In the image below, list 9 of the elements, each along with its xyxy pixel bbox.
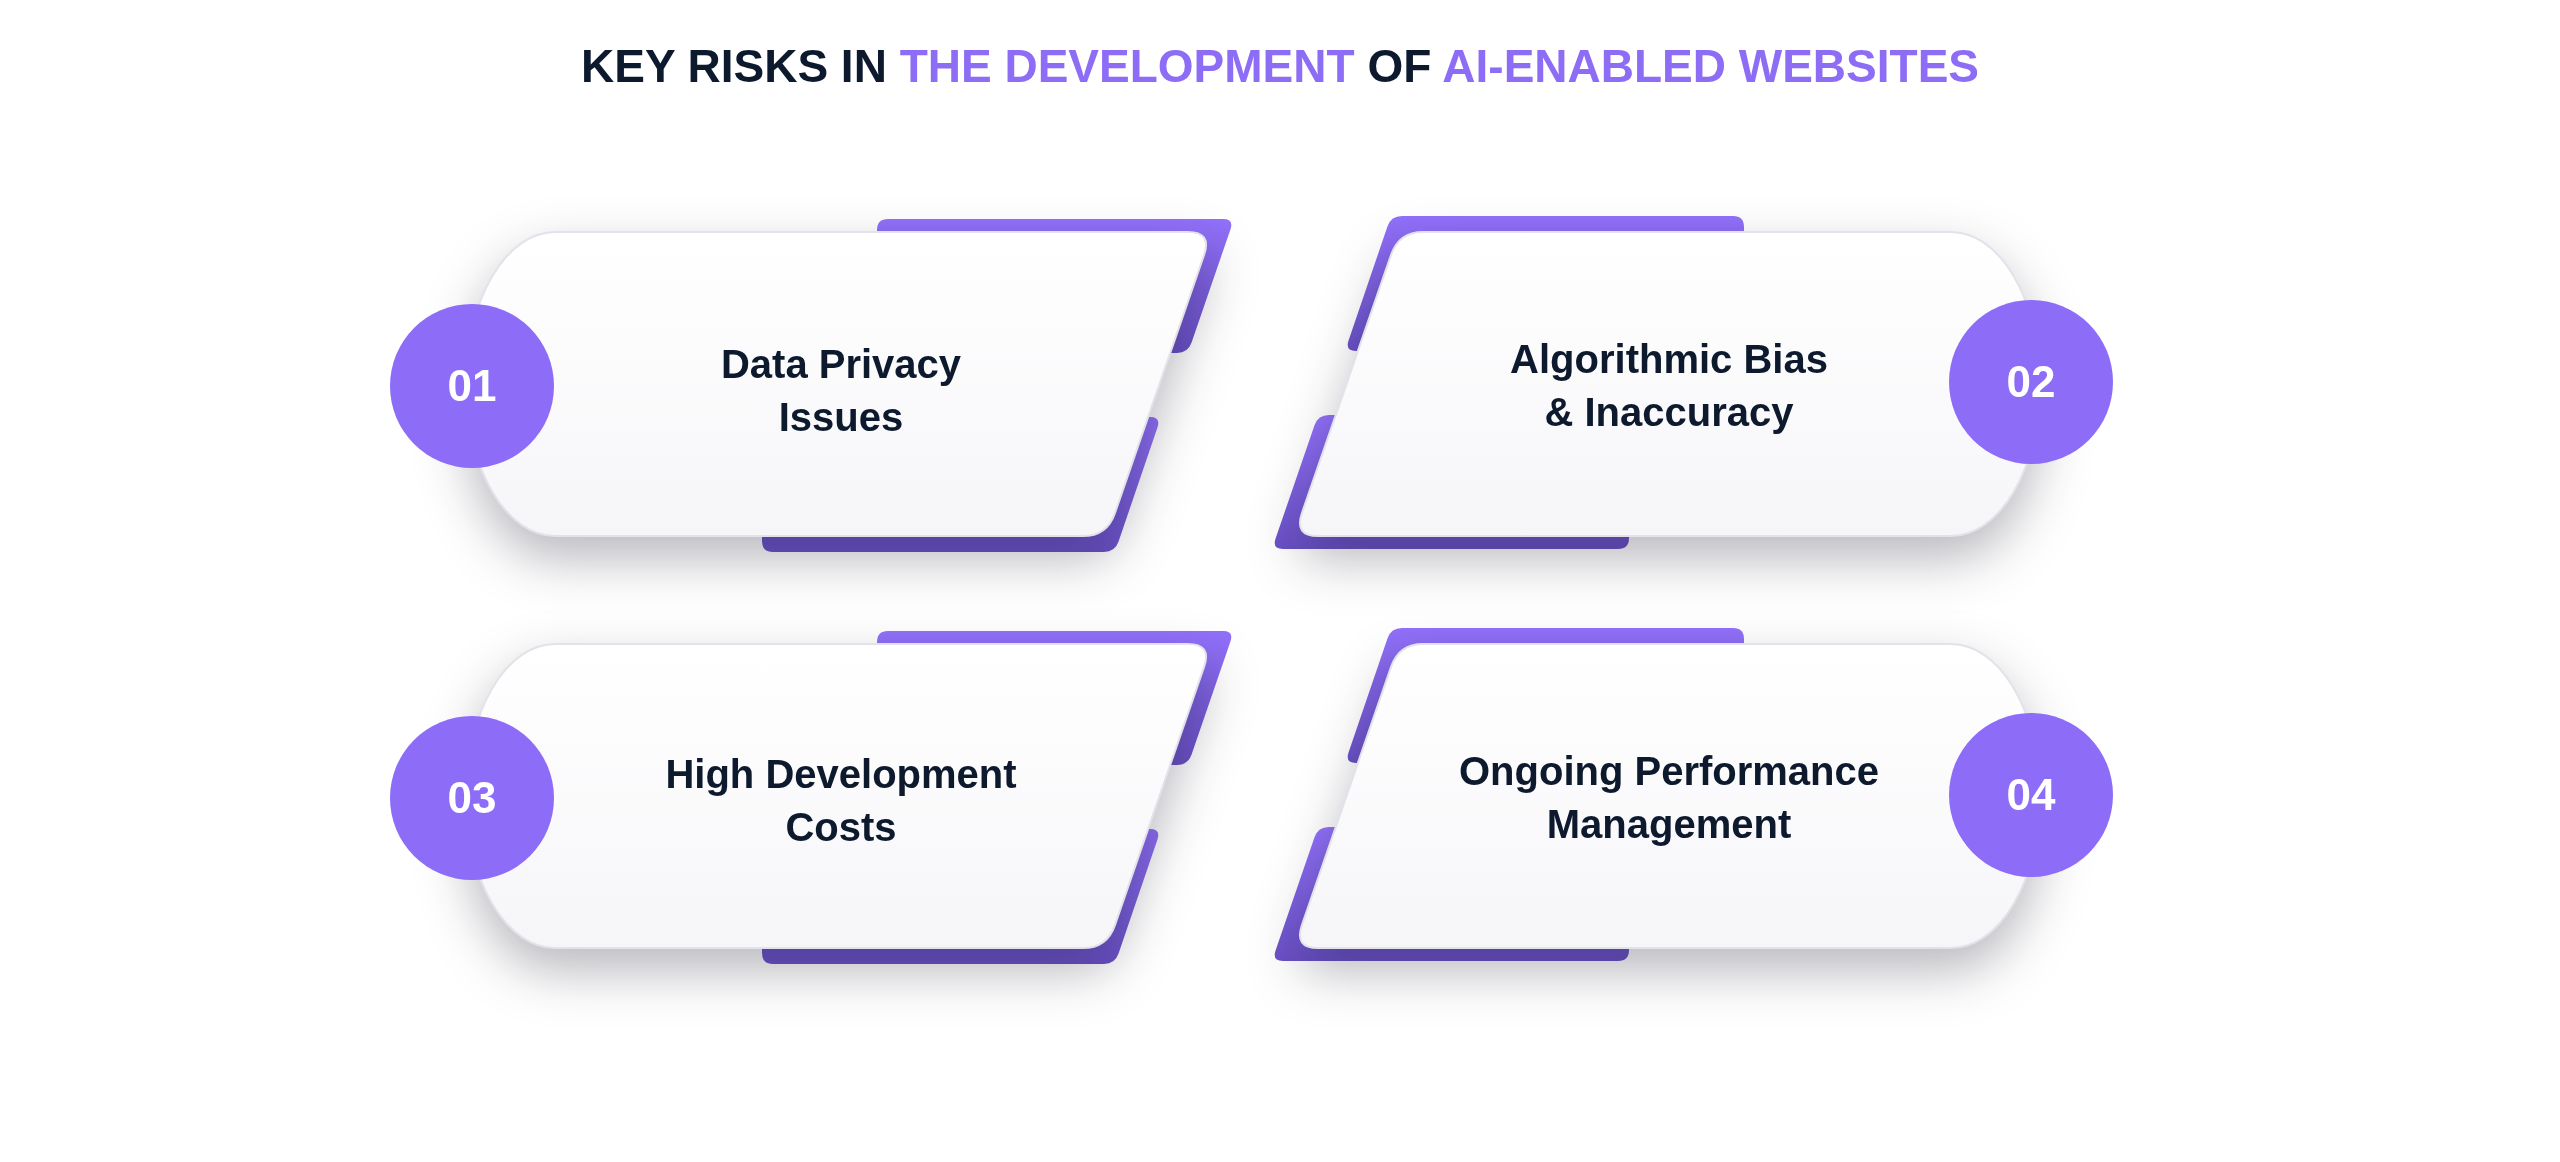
- title: KEY RISKS IN THE DEVELOPMENT OF AI-ENABLED WEBSITES: [581, 40, 1979, 93]
- risk-label: Data Privacy Issues: [719, 341, 963, 441]
- step-number: 01: [447, 362, 497, 410]
- risk-label: Ongoing Performance Management: [1457, 748, 1881, 848]
- risk-label: High Development Costs: [664, 751, 1018, 851]
- step-number: 03: [447, 774, 497, 822]
- risk-label: Algorithmic Bias & Inaccuracy: [1509, 336, 1829, 436]
- step-number: 04: [2006, 771, 2056, 819]
- step-number: 02: [2006, 358, 2056, 406]
